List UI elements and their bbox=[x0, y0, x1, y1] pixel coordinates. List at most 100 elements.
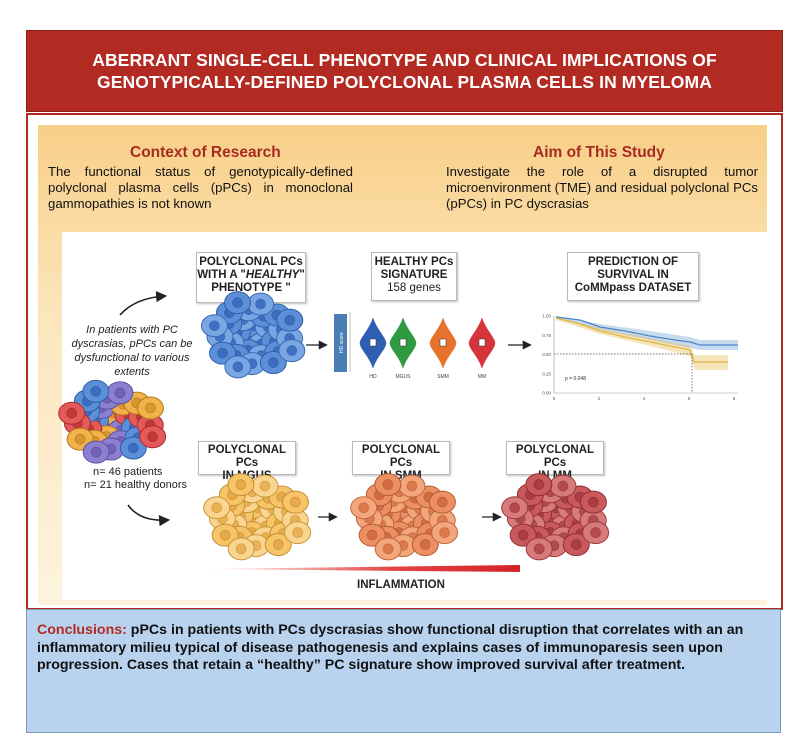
title-line-1: ABERRANT SINGLE-CELL PHENOTYPE AND CLINI… bbox=[92, 50, 717, 70]
mm-nucleus bbox=[533, 479, 545, 490]
healthy-box-prefix: WITH A " bbox=[197, 269, 246, 281]
signature-line1: HEALTHY PCs bbox=[374, 256, 454, 268]
mixed-nucleus bbox=[90, 446, 102, 458]
mgus-nucleus bbox=[235, 479, 247, 490]
mm-nucleus bbox=[590, 527, 601, 538]
conclusions-box: Conclusions: pPCs in patients with PCs d… bbox=[26, 609, 781, 733]
mm-nucleus bbox=[533, 543, 545, 555]
smm-nucleus bbox=[419, 539, 431, 550]
violin-box bbox=[439, 338, 447, 347]
mgus-nucleus bbox=[272, 539, 284, 550]
mgus-nucleus bbox=[290, 496, 301, 508]
survival-xtick: 2 bbox=[598, 396, 601, 401]
mm-nucleus bbox=[517, 529, 529, 541]
context-title: Context of Research bbox=[130, 144, 281, 161]
curved-arrow-down bbox=[127, 504, 171, 527]
mm-box: POLYCLONAL PCs IN MM bbox=[506, 441, 604, 482]
smm-nucleus bbox=[437, 496, 448, 508]
curved-arrow-up bbox=[119, 291, 168, 316]
mm-nucleus bbox=[570, 539, 582, 550]
smm-nucleus bbox=[358, 502, 369, 514]
aim-title: Aim of This Study bbox=[533, 144, 665, 161]
signature-gene-count: 158 genes bbox=[387, 282, 441, 294]
title-line-2: GENOTYPICALLY-DEFINED POLYCLONAL PLASMA … bbox=[97, 72, 712, 92]
smm-nucleus bbox=[366, 529, 378, 541]
conclusions-body: pPCs in patients with PCs dyscrasias sho… bbox=[37, 622, 744, 673]
survival-ytick: 1.00 bbox=[542, 314, 551, 319]
donors-count: n= 21 healthy donors bbox=[84, 479, 188, 491]
aim-text: Investigate the role of a disrupted tumo… bbox=[446, 164, 758, 211]
healthy-cell-cluster bbox=[200, 291, 306, 379]
healthy-emphasis: HEALTHY bbox=[245, 269, 300, 281]
healthy-box-suffix: " bbox=[299, 269, 305, 281]
survival-xtick: 8 bbox=[733, 396, 736, 401]
healthy-nucleus bbox=[286, 345, 298, 356]
mixed-nucleus bbox=[114, 387, 126, 399]
survival-ytick: 0.75 bbox=[542, 333, 551, 338]
signature-box: HEALTHY PCs SIGNATURE 158 genes bbox=[371, 252, 457, 301]
mm-nucleus bbox=[588, 496, 599, 508]
smm-cell-cluster bbox=[350, 473, 459, 561]
survival-line2: SURVIVAL IN bbox=[597, 269, 669, 281]
violin-box bbox=[478, 338, 486, 347]
healthy-phenotype-box: POLYCLONAL PCs WITH A "HEALTHY" PHENOTYP… bbox=[196, 252, 306, 303]
mgus-nucleus bbox=[219, 529, 231, 541]
smm-nucleus bbox=[439, 527, 450, 538]
healthy-nucleus bbox=[232, 361, 244, 373]
mixed-cell-cluster bbox=[58, 379, 167, 464]
survival-line3: CoMMpass DATASET bbox=[574, 282, 692, 294]
violin-ylabel-bar bbox=[334, 314, 347, 372]
survival-ytick: 0.00 bbox=[542, 391, 551, 396]
survival-xtick: 0 bbox=[553, 396, 556, 401]
mgus-line1: POLYCLONAL PCs bbox=[207, 444, 287, 469]
survival-xtick: 4 bbox=[643, 396, 646, 401]
healthy-box-line1: POLYCLONAL PCs bbox=[199, 256, 303, 268]
title-banner: ABERRANT SINGLE-CELL PHENOTYPE AND CLINI… bbox=[26, 30, 783, 112]
smm-line1: POLYCLONAL PCs bbox=[361, 444, 441, 469]
healthy-nucleus bbox=[255, 298, 266, 310]
healthy-nucleus bbox=[284, 314, 296, 326]
violin-category-label: HD bbox=[369, 374, 377, 380]
smm-nucleus bbox=[382, 543, 394, 555]
survival-curve-healthy bbox=[555, 316, 738, 346]
mgus-nucleus bbox=[211, 502, 222, 514]
healthy-nucleus bbox=[209, 320, 220, 332]
healthy-box-line2: WITH A "HEALTHY" bbox=[197, 269, 305, 282]
survival-pvalue: p = 0.048 bbox=[565, 376, 586, 382]
violin-box bbox=[399, 338, 407, 347]
survival-box: PREDICTION OF SURVIVAL IN CoMMpass DATAS… bbox=[567, 252, 699, 301]
violin-category-label: MGUS bbox=[396, 374, 412, 380]
healthy-nucleus bbox=[217, 347, 228, 359]
survival-band-high bbox=[556, 316, 738, 350]
violin-category-label: SMM bbox=[437, 374, 449, 380]
page-title: ABERRANT SINGLE-CELL PHENOTYPE AND CLINI… bbox=[92, 49, 717, 93]
context-text: The functional status of genotypically-d… bbox=[48, 164, 353, 211]
healthy-nucleus bbox=[232, 297, 243, 308]
mm-nucleus bbox=[557, 480, 569, 492]
violin-ylabel: HD score bbox=[339, 332, 345, 353]
survival-xtick: 6 bbox=[688, 396, 691, 401]
mixed-nucleus bbox=[66, 407, 77, 419]
conclusions-label: Conclusions: bbox=[37, 622, 127, 638]
survival-line1: PREDICTION OF bbox=[587, 256, 679, 268]
signature-line2: SIGNATURE bbox=[380, 269, 448, 281]
survival-ytick: 0.50 bbox=[542, 352, 551, 357]
mixed-nucleus bbox=[127, 442, 139, 454]
healthy-box-line3: PHENOTYPE " bbox=[211, 282, 291, 294]
smm-nucleus bbox=[382, 479, 394, 490]
mgus-cell-cluster bbox=[203, 473, 312, 561]
survival-curve-other bbox=[555, 317, 728, 363]
inflammation-bar bbox=[200, 565, 520, 572]
mixed-nucleus bbox=[145, 402, 156, 414]
intro-text: In patients with PC dyscrasias, pPCs can… bbox=[71, 324, 193, 378]
healthy-nucleus bbox=[268, 357, 279, 368]
mixed-nucleus bbox=[90, 386, 102, 397]
mgus-nucleus bbox=[235, 543, 247, 555]
violin-box bbox=[369, 338, 377, 347]
mixed-nucleus bbox=[147, 431, 158, 443]
mm-line1: POLYCLONAL PCs bbox=[515, 444, 595, 469]
mgus-box: POLYCLONAL PCs IN MGUS bbox=[198, 441, 296, 482]
mm-nucleus bbox=[509, 502, 520, 514]
